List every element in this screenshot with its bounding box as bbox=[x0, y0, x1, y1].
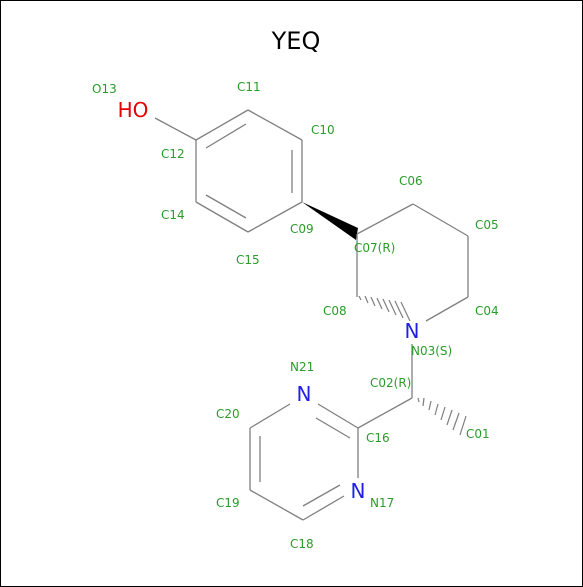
bond-c09-c15 bbox=[247, 201, 303, 233]
hashed-bond-c02-c01 bbox=[417, 397, 467, 436]
label-c14: C14 bbox=[161, 208, 185, 222]
label-c19: C19 bbox=[216, 496, 240, 510]
label-c08: C08 bbox=[323, 304, 347, 318]
bond-c16-n21 bbox=[317, 403, 359, 429]
bond-c19-c18 bbox=[249, 489, 304, 521]
bond-c18-n17 bbox=[302, 495, 345, 521]
label-c12: C12 bbox=[161, 147, 185, 161]
pyrimidine-ring-bonds bbox=[249, 397, 413, 521]
label-n21: N21 bbox=[290, 360, 314, 374]
label-c10: C10 bbox=[311, 123, 335, 137]
label-o13: O13 bbox=[92, 82, 117, 96]
label-n03: N03(S) bbox=[411, 344, 452, 358]
hydroxyl-atom: HO bbox=[118, 98, 149, 122]
pyrimidine-nitrogen-n17: N bbox=[351, 479, 366, 503]
label-c16: C16 bbox=[366, 431, 390, 445]
label-c20: C20 bbox=[216, 407, 240, 421]
bond-c11-c10 bbox=[247, 109, 303, 141]
hashed-bond-c08-n03 bbox=[358, 295, 411, 322]
bond-o13-c12 bbox=[154, 117, 197, 141]
piperidine-ring-bonds bbox=[356, 203, 469, 398]
bond-c12-c11-inner bbox=[205, 123, 247, 149]
label-c18: C18 bbox=[290, 537, 314, 551]
piperidine-nitrogen-atom: N bbox=[405, 319, 420, 343]
wedge-bond-c09-c07 bbox=[302, 202, 358, 240]
phenol-ring-bonds bbox=[154, 109, 303, 233]
label-c11: C11 bbox=[237, 80, 261, 94]
label-c01: C01 bbox=[466, 427, 490, 441]
label-n17: N17 bbox=[370, 496, 394, 510]
label-c09: C09 bbox=[290, 222, 314, 236]
bond-n21-c20 bbox=[249, 403, 291, 429]
bond-c07-c06 bbox=[356, 203, 414, 235]
bond-c18-n17-inner bbox=[302, 484, 341, 507]
diagram-title: YEQ bbox=[271, 27, 321, 55]
label-c05: C05 bbox=[475, 218, 499, 232]
label-c06: C06 bbox=[399, 174, 423, 188]
label-c02: C02(R) bbox=[370, 376, 411, 390]
bond-c16-n21-inner bbox=[315, 417, 351, 439]
atom-labels: O13 C11 C10 C12 C14 C09 C15 C06 C05 C07(… bbox=[92, 80, 499, 551]
label-c15: C15 bbox=[236, 253, 260, 267]
bond-c12-c11 bbox=[195, 109, 249, 141]
label-c04: C04 bbox=[475, 304, 499, 318]
bond-c02-c16 bbox=[357, 397, 413, 429]
bond-c15-c14 bbox=[195, 201, 249, 233]
label-c07: C07(R) bbox=[354, 241, 395, 255]
bond-c04-n03 bbox=[425, 296, 469, 322]
bond-c06-c05 bbox=[412, 203, 469, 237]
pyrimidine-nitrogen-n21: N bbox=[297, 382, 312, 406]
bond-c15-c14-inner bbox=[205, 194, 247, 219]
